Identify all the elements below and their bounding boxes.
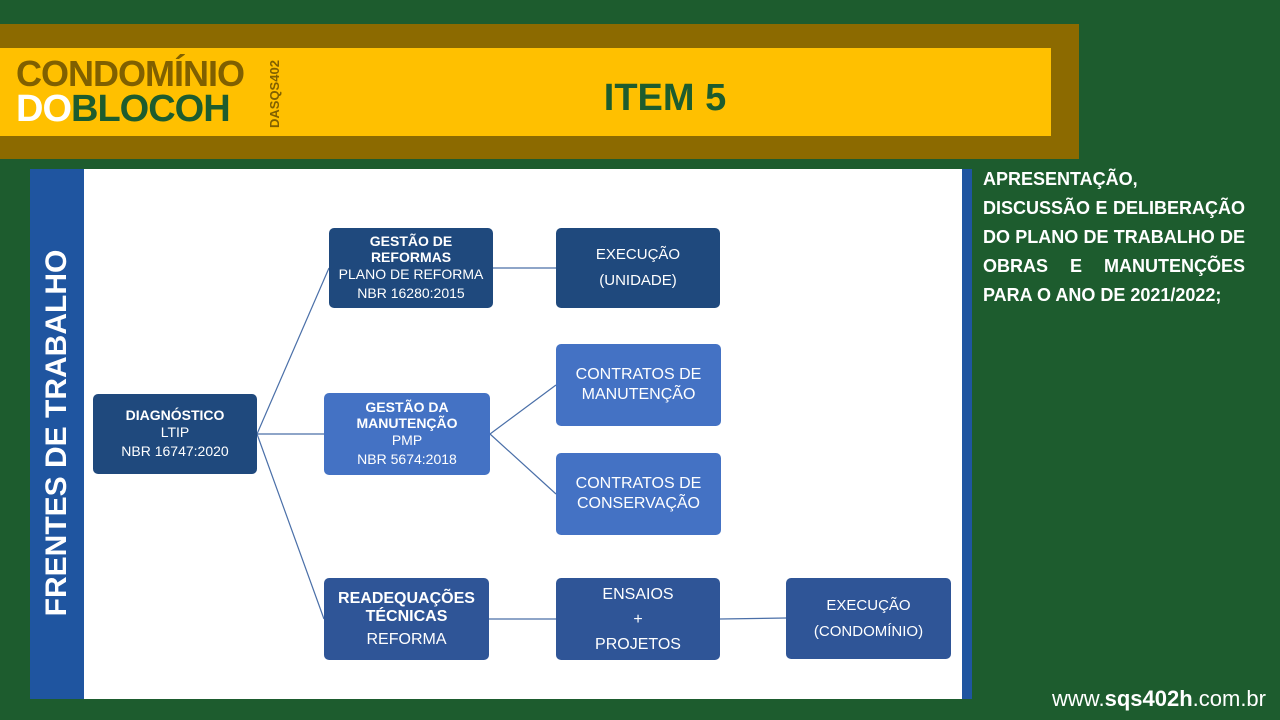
node-execucao-condominio-line1: EXECUÇÃO	[826, 596, 911, 614]
node-reformas-line1: PLANO DE REFORMA	[338, 266, 484, 282]
logo-do: DO	[16, 88, 72, 130]
node-ensaios-line3: PROJETOS	[595, 635, 681, 653]
footer-url-prefix: www.	[1052, 686, 1105, 711]
side-band	[30, 169, 84, 699]
node-contratos-manutencao-label: CONTRATOS DE MANUTENÇÃO	[575, 366, 702, 403]
node-manutencao-line2: NBR 5674:2018	[357, 451, 457, 467]
logo-side-text: DASQS402	[267, 60, 282, 128]
logo-line1: CONDOMÍNIO	[16, 53, 245, 94]
title-bar	[0, 48, 1051, 136]
node-execucao-unidade-line1: EXECUÇÃO	[595, 246, 681, 263]
node-readequacoes-tecnicas: READEQUAÇÕES TÉCNICAS REFORMA	[324, 578, 489, 660]
node-diagnostico-line1: LTIP	[160, 424, 190, 440]
node-manutencao-line1: PMP	[391, 432, 423, 448]
footer-url-suffix: .com.br	[1192, 686, 1266, 711]
node-diagnostico-title: DIAGNÓSTICO	[125, 407, 225, 423]
logo-line2: DOBLOCOH	[16, 88, 231, 130]
node-contratos-conservacao-label: CONTRATOS DE CONSERVAÇÃO	[575, 475, 702, 512]
condominio-logo: CONDOMÍNIO DOBLOCOH DASQS402	[16, 53, 282, 130]
node-contratos-manutencao: CONTRATOS DE MANUTENÇÃO	[556, 344, 721, 426]
footer-website-link[interactable]: www.sqs402h.com.br	[1052, 684, 1266, 714]
node-execucao-condominio: EXECUÇÃO (CONDOMÍNIO)	[786, 578, 951, 659]
node-manutencao-title: GESTÃO DA MANUTENÇÃO	[356, 399, 458, 431]
node-readequacoes-line1: REFORMA	[366, 630, 447, 648]
node-diagnostico-line2: NBR 16747:2020	[121, 443, 229, 459]
node-gestao-manutencao: GESTÃO DA MANUTENÇÃO PMP NBR 5674:2018	[324, 393, 490, 475]
footer-url-domain: sqs402h	[1104, 686, 1193, 711]
page-title: ITEM 5	[603, 77, 727, 119]
node-ensaios-line1: ENSAIOS	[602, 585, 674, 603]
node-contratos-conservacao: CONTRATOS DE CONSERVAÇÃO	[556, 453, 721, 535]
logo-bloco: BLOCOH	[71, 88, 231, 130]
side-band-right	[962, 169, 972, 699]
node-reformas-title: GESTÃO DE REFORMAS	[369, 233, 453, 265]
node-reformas-line2: NBR 16280:2015	[357, 285, 465, 301]
side-label: FRENTES DE TRABALHO	[40, 249, 73, 617]
item-description: APRESENTAÇÃO, DISCUSSÃO E DELIBERAÇÃO DO…	[983, 169, 1245, 305]
node-execucao-unidade: EXECUÇÃO (UNIDADE)	[556, 228, 720, 308]
node-execucao-unidade-line2: (UNIDADE)	[599, 272, 677, 289]
node-gestao-reformas: GESTÃO DE REFORMAS PLANO DE REFORMA NBR …	[329, 228, 493, 308]
node-ensaios-projetos: ENSAIOS + PROJETOS	[556, 578, 720, 660]
node-readequacoes-title: READEQUAÇÕES TÉCNICAS	[338, 589, 475, 625]
node-execucao-condominio-line2: (CONDOMÍNIO)	[813, 622, 924, 640]
node-diagnostico: DIAGNÓSTICO LTIP NBR 16747:2020	[93, 394, 257, 474]
node-ensaios-line2: +	[633, 610, 643, 628]
